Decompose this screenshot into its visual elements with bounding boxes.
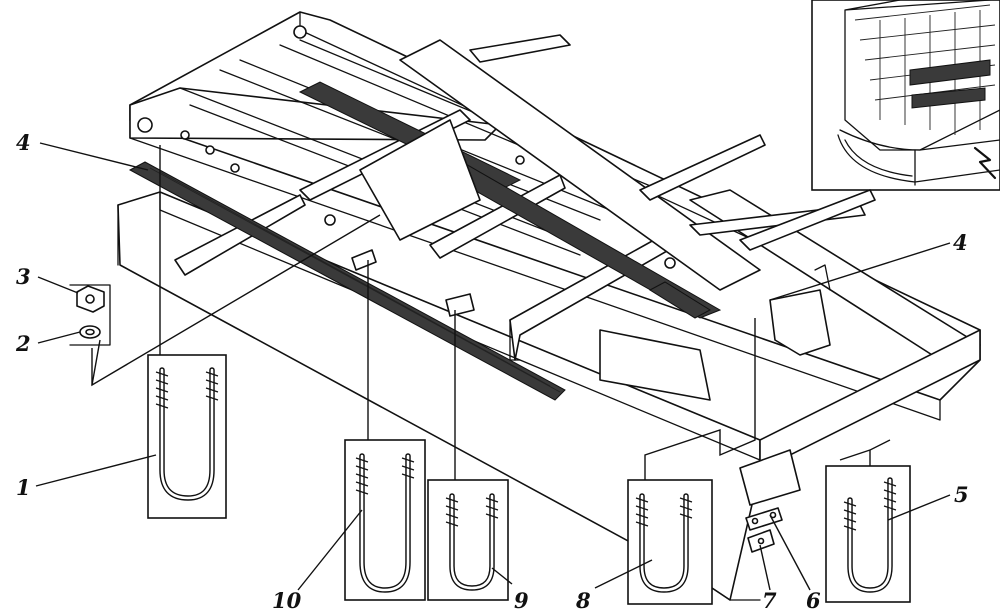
central-plate xyxy=(359,119,481,241)
nut-part xyxy=(76,285,105,313)
plank-right xyxy=(649,281,711,319)
channel-stub-1 xyxy=(469,34,571,63)
plate-part xyxy=(745,507,783,531)
stop-part xyxy=(747,529,775,553)
bracket-rear xyxy=(739,449,801,506)
bracket-2 xyxy=(445,293,475,317)
channel-lower xyxy=(599,329,711,401)
washer-part xyxy=(79,325,101,339)
ubolt-box-8 xyxy=(627,479,713,605)
cross-beam-1 xyxy=(174,194,306,276)
nut-washer-bracket xyxy=(69,284,111,346)
callout-labels: 4 3 2 1 4 5 6 7 8 9 10 xyxy=(15,130,969,613)
plank-long xyxy=(128,161,566,401)
bracket-right xyxy=(769,289,831,356)
callout-5: 5 xyxy=(954,482,969,507)
callout-8: 8 xyxy=(575,588,591,613)
channel-1 xyxy=(399,39,761,291)
leader-lines xyxy=(35,142,951,591)
inset-view xyxy=(811,0,1000,191)
ubolt-box-10 xyxy=(344,439,426,601)
rail-holes xyxy=(137,25,676,269)
callout-10: 10 xyxy=(272,588,302,613)
callout-4-left: 4 xyxy=(16,130,31,155)
inset-arrow xyxy=(973,146,997,180)
main-frame xyxy=(117,11,981,601)
callout-4-right: 4 xyxy=(953,230,968,255)
channel-stub-2 xyxy=(639,134,766,201)
callout-7: 7 xyxy=(762,588,777,613)
ubolt-box-9 xyxy=(427,479,509,601)
channel-stub-4 xyxy=(739,189,876,251)
callout-1: 1 xyxy=(16,475,31,500)
callout-9: 9 xyxy=(514,588,529,613)
callout-3: 3 xyxy=(16,264,31,289)
bracket-1 xyxy=(351,249,377,271)
callout-6: 6 xyxy=(806,588,821,613)
callout-2: 2 xyxy=(15,331,31,356)
ubolt-box-1 xyxy=(147,354,227,519)
ubolt-box-5 xyxy=(825,465,911,603)
